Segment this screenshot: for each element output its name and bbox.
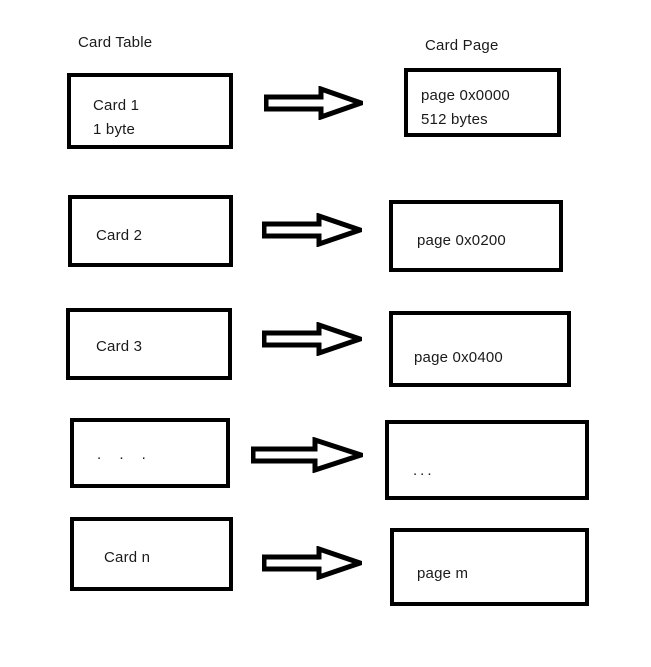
right-arrow-icon-4 (251, 437, 363, 473)
page-box-2: page 0x0200 (389, 200, 563, 272)
page-box-1: page 0x0000 512 bytes (404, 68, 561, 137)
card-box-2: Card 2 (68, 195, 233, 267)
page-box-ellipsis: ... (385, 420, 589, 500)
card-box-3: Card 3 (66, 308, 232, 380)
page-box-m-line-1: page m (417, 565, 469, 582)
page-box-m: page m (390, 528, 589, 606)
right-arrow-icon-1 (264, 86, 363, 120)
card-box-1: Card 1 1 byte (67, 73, 233, 149)
page-box-ellipsis-text: ... (413, 462, 435, 479)
right-arrow-icon-5 (262, 546, 362, 580)
page-box-2-line-1: page 0x0200 (417, 232, 506, 249)
column-header-card-table: Card Table (78, 34, 153, 51)
card-box-1-line-1: Card 1 (93, 97, 140, 114)
card-box-2-line-1: Card 2 (96, 227, 143, 244)
card-box-ellipsis: . . . (70, 418, 230, 488)
page-box-1-line-1: page 0x0000 (421, 87, 510, 104)
card-box-3-line-1: Card 3 (96, 338, 143, 355)
right-arrow-icon-2 (262, 213, 362, 247)
card-box-1-line-2: 1 byte (93, 121, 136, 138)
card-box-ellipsis-text: . . . (97, 446, 153, 463)
page-box-3-line-1: page 0x0400 (414, 349, 503, 366)
column-header-card-page: Card Page (425, 37, 499, 54)
right-arrow-icon-3 (262, 322, 362, 356)
page-box-3: page 0x0400 (389, 311, 571, 387)
page-box-1-line-2: 512 bytes (421, 111, 488, 128)
card-box-n-line-1: Card n (104, 549, 151, 566)
card-box-n: Card n (70, 517, 233, 591)
